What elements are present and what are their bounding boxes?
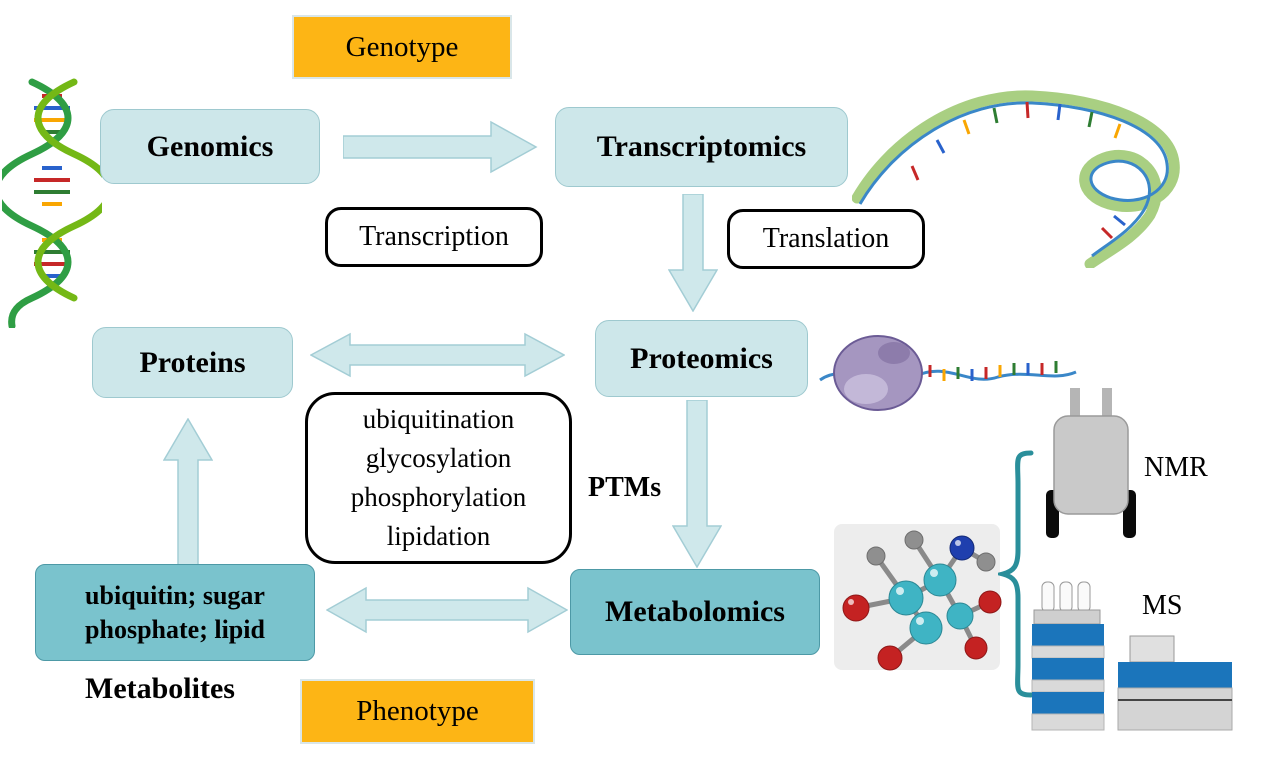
transcription-box: Transcription (325, 207, 543, 267)
metabolomics-label: Metabolomics (605, 595, 785, 628)
ptm-type: phosphorylation (350, 482, 527, 512)
curly-brace-icon (998, 450, 1034, 698)
genomics-box: Genomics (100, 109, 320, 184)
genotype-label: Genotype (345, 30, 459, 63)
translation-box: Translation (727, 209, 925, 269)
ribosome-protein-icon (819, 335, 1077, 411)
ms-instrument-icon (1031, 581, 1233, 731)
proteomics-label: Proteomics (630, 341, 773, 375)
arrow-genomics-to-transcriptomics (343, 120, 538, 174)
nmr-instrument-icon (1046, 388, 1136, 538)
rna-ribbon-icon (852, 90, 1180, 268)
metabolite-sources-line1: ubiquitin; sugar (85, 580, 265, 610)
transcriptomics-box: Transcriptomics (555, 107, 848, 187)
ptm-type: glycosylation (365, 443, 512, 473)
transcriptomics-label: Transcriptomics (596, 130, 807, 163)
metabolite-sources-box: ubiquitin; sugar phosphate; lipid (35, 564, 315, 661)
arrow-transcriptomics-to-proteomics (668, 194, 718, 312)
ptm-type: lipidation (386, 521, 491, 551)
metabolite-sources-line2: phosphate; lipid (85, 614, 265, 644)
arrow-metabolites-to-proteins (163, 418, 213, 566)
transcription-label: Transcription (359, 221, 509, 252)
proteins-box: Proteins (92, 327, 293, 398)
ptm-type: ubiquitination (362, 404, 515, 434)
ms-label: MS (1142, 590, 1183, 621)
arrow-proteins-proteomics (310, 332, 565, 378)
phenotype-box: Phenotype (300, 679, 535, 744)
nmr-label: NMR (1144, 452, 1208, 483)
ptms-label: PTMs (588, 472, 662, 503)
translation-label: Translation (762, 223, 890, 254)
genomics-label: Genomics (146, 129, 274, 163)
proteins-label: Proteins (139, 345, 246, 379)
molecule-model-icon (834, 524, 1002, 671)
genotype-box: Genotype (292, 15, 512, 79)
metabolites-label: Metabolites (85, 672, 235, 705)
arrow-metabolites-metabolomics (326, 586, 568, 634)
arrow-proteomics-to-metabolomics (672, 400, 722, 568)
metabolomics-box: Metabolomics (570, 569, 820, 655)
ptm-list-box: ubiquitination glycosylation phosphoryla… (305, 392, 572, 564)
proteomics-box: Proteomics (595, 320, 808, 397)
phenotype-label: Phenotype (356, 695, 479, 727)
dna-helix-icon (2, 78, 102, 328)
